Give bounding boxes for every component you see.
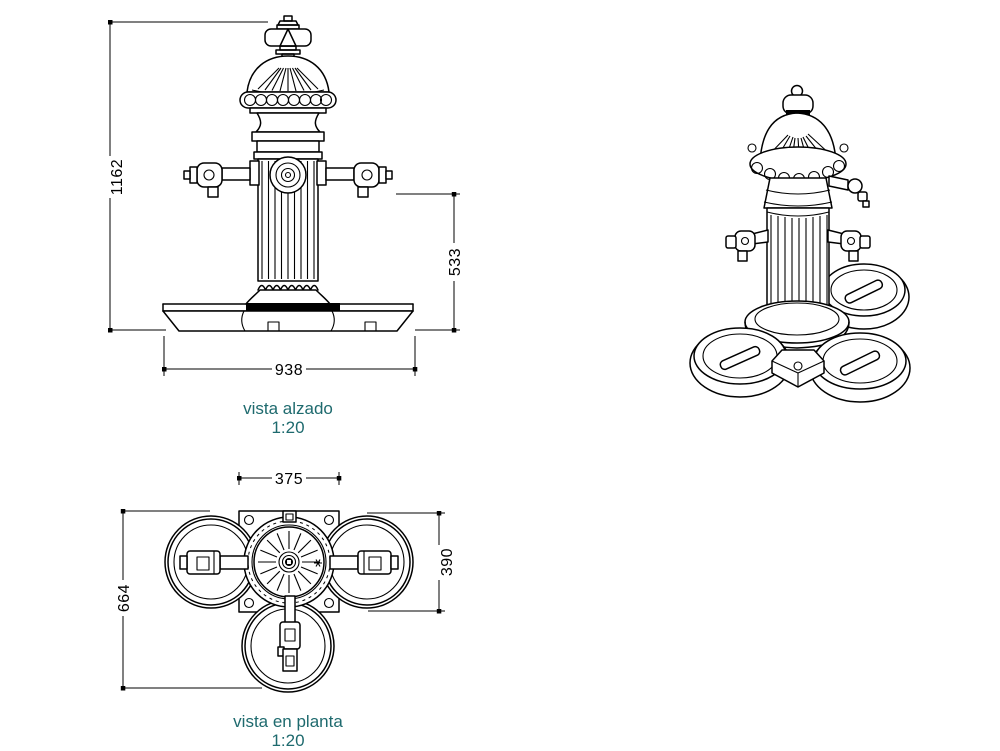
finial — [264, 15, 312, 58]
dimension-total-depth: 664 — [116, 509, 262, 691]
dome-ribs — [257, 67, 319, 92]
dim-value-938: 938 — [275, 362, 303, 379]
isometric-view — [689, 84, 911, 403]
iso-tap-left — [725, 229, 769, 262]
iso-tap-right — [827, 229, 871, 262]
dimension-plate-width: 375 — [237, 471, 342, 488]
elevation-view: 1162 533 938 vista alzado 1:20 — [108, 15, 464, 437]
tap-left — [183, 160, 260, 198]
neck-collar — [249, 107, 327, 160]
plan-tap-left — [179, 550, 249, 575]
elevation-scale-label: 1:20 — [271, 418, 304, 437]
dimension-plate-depth: 390 — [367, 511, 456, 614]
dimension-base-width: 938 — [162, 336, 418, 379]
plan-radial-spokes — [258, 531, 320, 593]
basin — [162, 303, 414, 332]
plan-tap-bottom — [277, 595, 301, 672]
elevation-view-label: vista alzado — [243, 399, 333, 418]
bead-band — [239, 91, 337, 109]
plan-view: 375 390 664 vista en planta 1:20 — [116, 471, 456, 750]
dim-value-533: 533 — [447, 248, 464, 276]
iso-bowl-front-left — [689, 327, 791, 398]
dome — [246, 55, 330, 95]
plan-view-label: vista en planta — [233, 712, 343, 731]
dimension-spout-height: 533 — [396, 192, 464, 333]
dimension-total-height: 1162 — [108, 20, 268, 333]
iso-finial — [782, 84, 814, 117]
dim-value-390: 390 — [439, 548, 456, 576]
iso-tap-upper-right — [828, 175, 870, 208]
dim-value-1162: 1162 — [109, 159, 126, 195]
iso-bowl-front-right — [809, 332, 911, 403]
plan-scale-label: 1:20 — [271, 731, 304, 750]
tap-right — [316, 160, 393, 198]
iso-foot — [771, 349, 825, 388]
dim-value-664: 664 — [116, 584, 133, 612]
iso-neck — [763, 177, 833, 209]
plan-tap-right — [329, 550, 399, 575]
plan-top-stub — [282, 510, 297, 523]
plan-detail-mark — [314, 559, 322, 567]
pedestal — [245, 289, 331, 305]
medallion — [269, 156, 307, 194]
dim-value-375: 375 — [275, 471, 303, 488]
